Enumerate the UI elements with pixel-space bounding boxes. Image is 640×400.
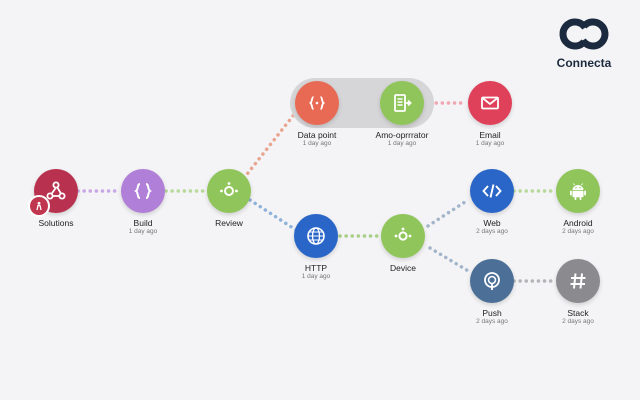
node-solutions[interactable]: Solutions bbox=[11, 169, 101, 228]
node-stack-time: 2 days ago bbox=[562, 318, 594, 325]
node-amo-circle[interactable] bbox=[380, 81, 424, 125]
node-web[interactable]: Web 2 days ago bbox=[447, 169, 537, 236]
node-build-circle[interactable] bbox=[121, 169, 165, 213]
node-amo-label: Amo-oprrrator bbox=[375, 130, 429, 140]
node-push[interactable]: Push 2 days ago bbox=[447, 259, 537, 326]
node-push-time: 2 days ago bbox=[476, 318, 508, 325]
node-android-time: 2 days ago bbox=[562, 228, 594, 235]
node-android-label: Android bbox=[563, 218, 593, 228]
edge-device-web bbox=[426, 198, 470, 228]
node-stack[interactable]: Stack 2 days ago bbox=[533, 259, 623, 326]
node-solutions-circle[interactable] bbox=[28, 169, 78, 217]
node-web-circle[interactable] bbox=[470, 169, 514, 213]
node-http-label: HTTP bbox=[304, 263, 328, 273]
brand-logo: Connecta bbox=[548, 14, 620, 70]
document-arrow-icon bbox=[394, 94, 412, 112]
node-device-circle[interactable] bbox=[381, 214, 425, 258]
node-datapoint-circle[interactable] bbox=[295, 81, 339, 125]
node-build-time: 1 day ago bbox=[128, 228, 158, 235]
node-android-circle[interactable] bbox=[556, 169, 600, 213]
review-icon bbox=[220, 182, 238, 196]
node-email-time: 1 day ago bbox=[475, 140, 505, 147]
node-http-time: 1 day ago bbox=[301, 273, 331, 280]
node-solutions-label: Solutions bbox=[38, 218, 74, 228]
data-braces-icon bbox=[309, 96, 325, 110]
hash-icon bbox=[570, 273, 586, 289]
node-device-label: Device bbox=[390, 263, 416, 273]
webhook-icon bbox=[46, 181, 66, 200]
edge-review-datapoint bbox=[242, 110, 298, 180]
globe-icon bbox=[307, 227, 325, 245]
node-stack-label: Stack bbox=[567, 308, 589, 318]
node-push-circle[interactable] bbox=[470, 259, 514, 303]
push-icon bbox=[484, 272, 500, 290]
node-email-label: Email bbox=[479, 130, 501, 140]
node-amo-time: 1 day ago bbox=[387, 140, 417, 147]
node-email[interactable]: Email 1 day ago bbox=[445, 81, 535, 148]
node-email-circle[interactable] bbox=[468, 81, 512, 125]
envelope-icon bbox=[481, 96, 499, 110]
node-android[interactable]: Android 2 days ago bbox=[533, 169, 623, 236]
alert-badge bbox=[28, 195, 50, 217]
edge-device-push bbox=[428, 246, 472, 274]
node-web-time: 2 days ago bbox=[476, 228, 508, 235]
figure-icon bbox=[36, 201, 42, 211]
code-icon bbox=[482, 184, 502, 198]
node-datapoint-label: Data point bbox=[297, 130, 337, 140]
node-review[interactable]: Review bbox=[184, 169, 274, 228]
android-icon bbox=[570, 183, 586, 200]
node-build-label: Build bbox=[133, 218, 153, 228]
node-review-circle[interactable] bbox=[207, 169, 251, 213]
node-web-label: Web bbox=[483, 218, 501, 228]
node-http[interactable]: HTTP 1 day ago bbox=[271, 214, 361, 281]
braces-icon bbox=[134, 183, 152, 199]
node-push-label: Push bbox=[482, 308, 502, 318]
node-datapoint-time: 1 day ago bbox=[302, 140, 332, 147]
node-amo[interactable]: Amo-oprrrator 1 day ago bbox=[357, 81, 447, 148]
connecta-logo-icon bbox=[559, 18, 609, 50]
brand-name: Connecta bbox=[556, 56, 612, 70]
node-build[interactable]: Build 1 day ago bbox=[98, 169, 188, 236]
node-stack-circle[interactable] bbox=[556, 259, 600, 303]
node-http-circle[interactable] bbox=[294, 214, 338, 258]
node-datapoint[interactable]: Data point 1 day ago bbox=[272, 81, 362, 148]
node-device[interactable]: Device bbox=[358, 214, 448, 273]
node-review-label: Review bbox=[215, 218, 243, 228]
device-icon bbox=[394, 227, 412, 241]
